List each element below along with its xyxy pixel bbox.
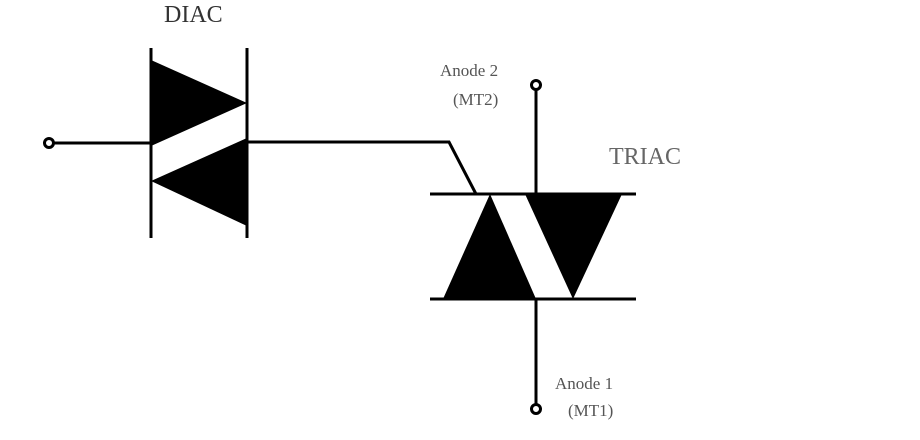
mt1-terminal xyxy=(530,403,542,415)
diac-forward-triangle xyxy=(151,60,247,146)
gate-wire xyxy=(247,140,478,195)
anode2-label: Anode 2 xyxy=(440,61,499,80)
diac-symbol xyxy=(149,48,249,238)
triac-symbol xyxy=(430,192,636,301)
triac-label: TRIAC xyxy=(609,144,681,170)
diac-reverse-triangle xyxy=(151,138,247,226)
triac-down-triangle xyxy=(525,194,622,299)
mt1-label: (MT1) xyxy=(568,401,614,420)
input-terminal xyxy=(43,137,55,149)
anode1-label: Anode 1 xyxy=(555,374,614,393)
diac-label: DIAC xyxy=(164,2,223,28)
mt2-terminal xyxy=(530,79,542,91)
triac-up-triangle xyxy=(443,194,536,299)
mt2-label: (MT2) xyxy=(453,90,499,109)
